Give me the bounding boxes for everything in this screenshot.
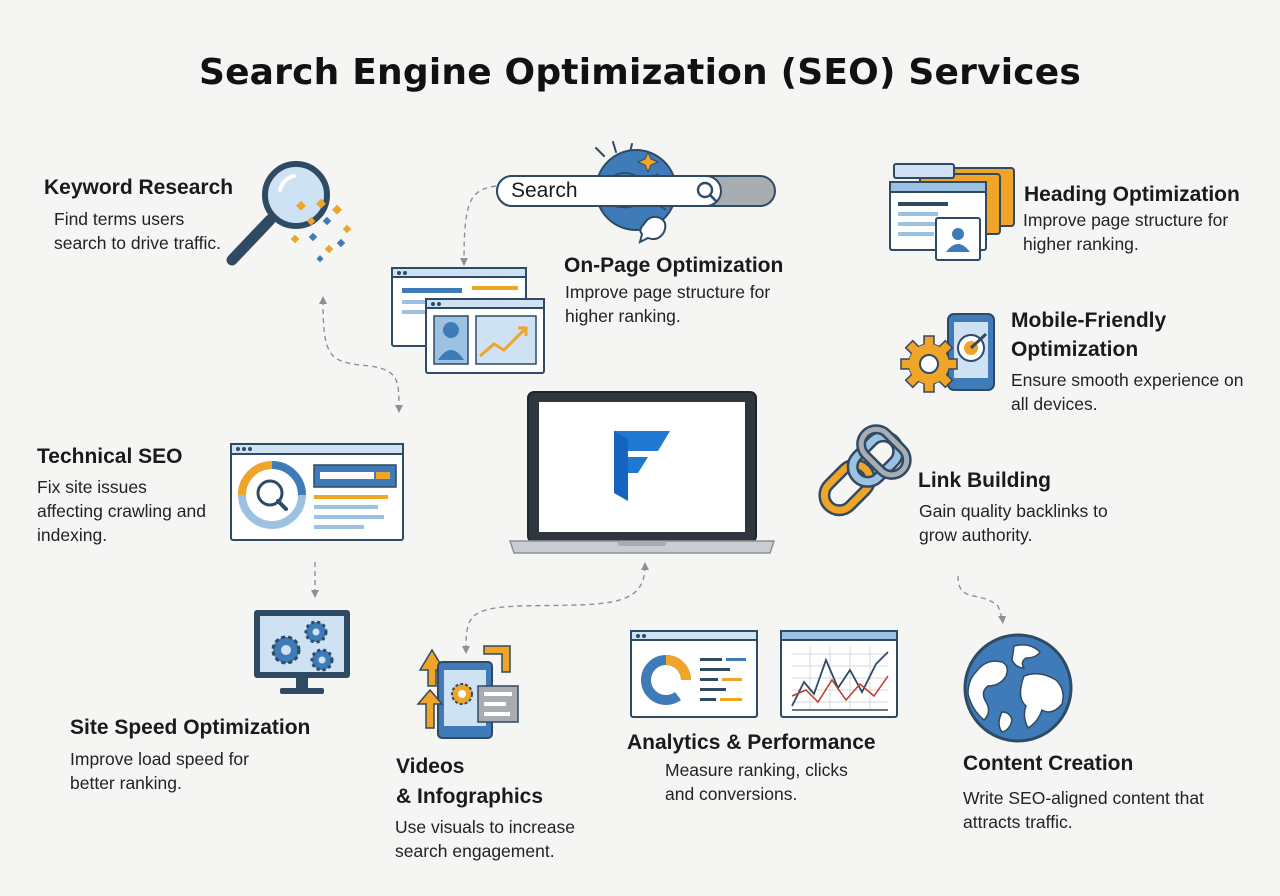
link-building-desc: Gain quality backlinks to grow authority…	[919, 501, 1108, 545]
analytics-desc: Measure ranking, clicks and conversions.	[665, 760, 848, 804]
gear-large	[271, 635, 301, 665]
connector-search-to-pages	[463, 185, 497, 263]
magnifier-icon	[226, 161, 352, 266]
keyword-research-title: Keyword Research	[44, 176, 234, 199]
gear-small-bottom	[310, 648, 334, 672]
videos-desc: Use visuals to increase search engagemen…	[395, 817, 575, 861]
link-building-title: Link Building	[918, 469, 1051, 492]
logo-icon	[614, 431, 670, 501]
laptop-icon	[508, 391, 776, 554]
arrowhead-technical	[395, 405, 403, 413]
web-pages-icon	[391, 267, 545, 374]
arrowhead-laptop	[641, 562, 649, 570]
arrowhead-pages	[460, 258, 468, 266]
monitor-gears-icon	[254, 610, 350, 694]
content-creation-desc: Write SEO-aligned content that attracts …	[963, 788, 1204, 832]
search-bar-label: Search	[511, 179, 578, 202]
connector-links-to-content	[957, 575, 1003, 619]
technical-seo-desc: Fix site issues affecting crawling and i…	[37, 477, 206, 545]
technical-seo-title: Technical SEO	[37, 445, 183, 468]
mobile-friendly-desc: Ensure smooth experience on all devices.	[1011, 370, 1244, 414]
donut-chart-icon	[630, 630, 758, 718]
connector-laptop-to-videos	[465, 565, 646, 649]
heading-optimization-title: Heading Optimization	[1024, 183, 1240, 206]
connector-keyword-to-technical	[322, 299, 400, 409]
mobile-friendly-title-line2: Optimization	[1011, 338, 1139, 361]
arrowhead-videos	[462, 646, 470, 654]
arrowhead-content	[998, 616, 1006, 624]
on-page-desc: Improve page structure for higher rankin…	[565, 282, 771, 326]
search-globe-icon	[496, 141, 776, 244]
analytics-title: Analytics & Performance	[627, 731, 876, 754]
keyword-research-desc: Find terms users search to drive traffic…	[54, 209, 221, 253]
page-title: Search Engine Optimization (SEO) Service…	[198, 52, 1082, 93]
browser-window-icon	[230, 443, 404, 541]
site-speed-title: Site Speed Optimization	[70, 716, 311, 739]
site-speed-desc: Improve load speed for better ranking.	[70, 749, 249, 793]
chain-link-icon	[818, 424, 912, 517]
heading-optimization-desc: Improve page structure for higher rankin…	[1023, 210, 1229, 254]
line-chart-icon	[780, 630, 898, 718]
gear-phone-icon	[900, 313, 995, 393]
tablet-media-icon	[416, 645, 519, 739]
arrowhead-keyword	[319, 296, 327, 304]
content-creation-title: Content Creation	[963, 752, 1134, 775]
browser-stack-icon	[889, 163, 1015, 261]
videos-title-line1: Videos	[396, 755, 465, 778]
videos-title-line2: & Infographics	[396, 785, 544, 808]
arrowhead-speed	[311, 590, 319, 598]
world-globe-icon	[963, 633, 1073, 743]
on-page-title: On-Page Optimization	[564, 254, 784, 277]
gear-small-top	[304, 620, 328, 644]
mobile-friendly-title-line1: Mobile-Friendly	[1011, 309, 1167, 332]
